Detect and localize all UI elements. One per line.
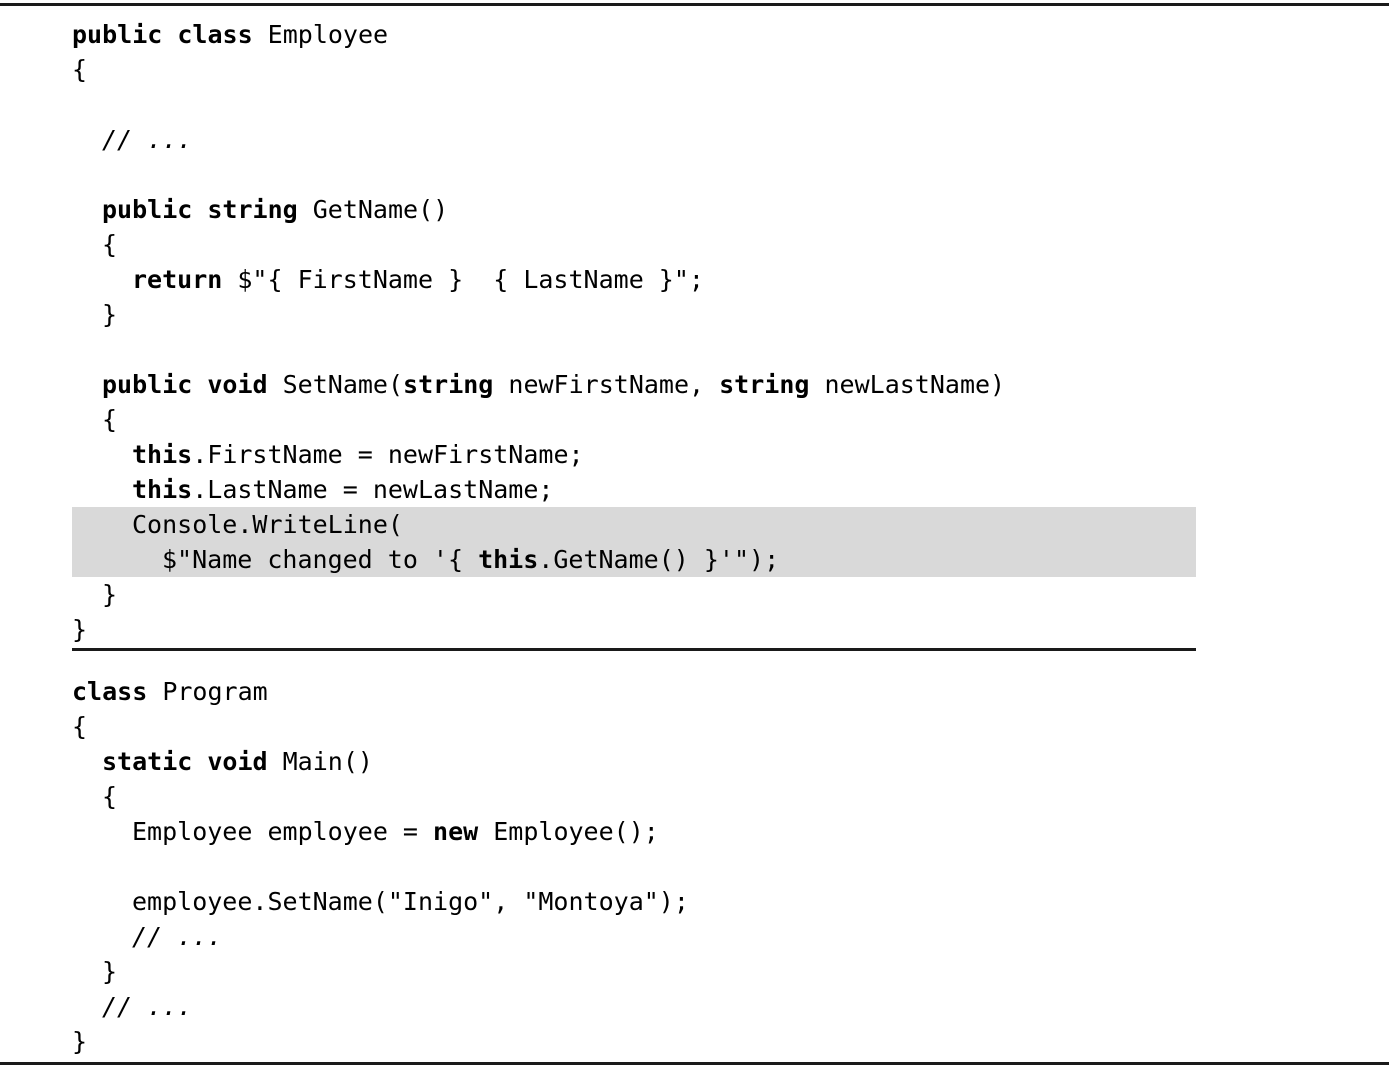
code-text [72, 90, 87, 119]
code-line: this.FirstName = newFirstName; [0, 437, 1389, 472]
code-text: $"Name changed to '{ [162, 545, 479, 574]
code-line: { [0, 227, 1389, 262]
code-text: Employee [267, 20, 389, 49]
code-text [72, 335, 87, 364]
code-text [72, 852, 87, 881]
bottom-rule [0, 1062, 1389, 1065]
code-line: { [0, 402, 1389, 437]
code-line: { [0, 52, 1389, 87]
code-text: Employee(); [478, 817, 659, 846]
code-keyword: public void [102, 370, 283, 399]
code-text: Program [162, 677, 268, 706]
code-line: } [0, 612, 1389, 647]
code-keyword: class [72, 677, 163, 706]
code-keyword: new [433, 817, 479, 846]
code-line: } [0, 1024, 1389, 1059]
code-line: public string GetName() [0, 192, 1389, 227]
code-text: .GetName() }'"); [538, 545, 780, 574]
code-text: Main() [282, 747, 373, 776]
code-comment: // ... [102, 125, 193, 154]
code-text: employee.SetName("Inigo", "Montoya"); [132, 887, 689, 916]
code-line: { [0, 709, 1389, 744]
code-keyword: return [132, 265, 238, 294]
code-line: // ... [0, 919, 1389, 954]
code-keyword: string [719, 370, 825, 399]
code-line: this.LastName = newLastName; [0, 472, 1389, 507]
code-text: } [102, 957, 118, 986]
code-line: Console.WriteLine( [0, 507, 1389, 542]
code-line: // ... [0, 122, 1389, 157]
code-text: .FirstName = newFirstName; [192, 440, 584, 469]
code-line: public void SetName(string newFirstName,… [0, 367, 1389, 402]
code-text: .LastName = newLastName; [192, 475, 554, 504]
code-keyword: string [403, 370, 509, 399]
code-text: Employee employee = [132, 817, 434, 846]
code-blank-line [0, 849, 1389, 884]
code-text: newFirstName, [508, 370, 720, 399]
code-text: } [102, 580, 118, 609]
code-comment: // ... [102, 992, 193, 1021]
code-text: { [72, 55, 88, 84]
code-line: return $"{ FirstName } { LastName }"; [0, 262, 1389, 297]
code-keyword: static void [102, 747, 283, 776]
code-blank-line [0, 87, 1389, 122]
code-block-employee: public class Employee { // ... public str… [0, 17, 1389, 647]
code-line: // ... [0, 989, 1389, 1024]
code-line: Employee employee = new Employee(); [0, 814, 1389, 849]
code-line: employee.SetName("Inigo", "Montoya"); [0, 884, 1389, 919]
code-keyword: public class [72, 20, 268, 49]
top-rule [0, 3, 1389, 6]
code-text: { [102, 782, 118, 811]
code-block-program: class Program { static void Main() { Employe… [0, 674, 1389, 1059]
code-line: class Program [0, 674, 1389, 709]
separator-rule [72, 648, 1196, 651]
code-line: $"Name changed to '{ this.GetName() }'")… [0, 542, 1389, 577]
code-text: } [102, 300, 118, 329]
code-line: { [0, 779, 1389, 814]
code-text: { [72, 712, 88, 741]
code-line: static void Main() [0, 744, 1389, 779]
code-blank-line [0, 157, 1389, 192]
code-text: GetName() [312, 195, 449, 224]
code-line: public class Employee [0, 17, 1389, 52]
code-keyword: this [132, 475, 193, 504]
code-line: } [0, 297, 1389, 332]
code-text: { [102, 230, 118, 259]
code-text: $"{ FirstName } { LastName }"; [237, 265, 704, 294]
code-line: } [0, 954, 1389, 989]
code-text: { [102, 405, 118, 434]
code-keyword: public string [102, 195, 313, 224]
code-keyword: this [478, 545, 539, 574]
code-text [72, 160, 87, 189]
code-keyword: this [132, 440, 193, 469]
code-comment: // ... [132, 922, 223, 951]
code-text: } [72, 1027, 88, 1056]
code-text: } [72, 615, 88, 644]
code-text: Console.WriteLine( [132, 510, 403, 539]
code-blank-line [0, 332, 1389, 367]
code-text: SetName( [282, 370, 404, 399]
code-text: newLastName) [824, 370, 1006, 399]
code-line: } [0, 577, 1389, 612]
